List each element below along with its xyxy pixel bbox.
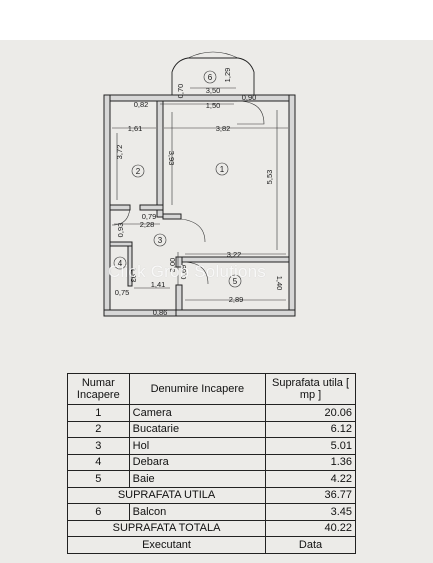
row-number: 2 [67,420,130,438]
dim-3-22: 3,22 [227,250,242,259]
dim-1-50: 1,50 [206,101,221,110]
table-header-row: Numar Incapere Denumire Incapere Suprafa… [67,373,356,405]
row-number: 3 [67,437,130,455]
dim-0-79: 0,79 [142,212,157,221]
row-area: 6.12 [265,420,356,438]
dim-0-86: 0,86 [153,308,168,317]
watermark: Click Grob Solutions [108,262,267,281]
wall-kitchen-room [156,100,164,218]
table-row: 3 Hol 5.01 [67,437,356,455]
dim-1-41: 1,41 [151,280,166,289]
room-6-label: 6 [208,73,213,82]
dim-3-50: 3,50 [206,86,221,95]
useful-area-value: 36.77 [265,486,356,504]
dim-0-82: 0,82 [134,100,149,109]
row-area: 1.36 [265,453,356,471]
wall-bottom-right [175,309,296,317]
header-area: Suprafata utila [ mp ] [265,373,356,405]
room-2-marker [131,164,145,178]
header-name: Denumire Incapere [128,373,267,405]
executant-label: Executant [66,536,267,554]
wall-top [103,94,296,102]
room-1-marker [215,162,229,176]
row-number: 1 [67,404,130,422]
room-5-label: 5 [233,277,238,286]
row-name: Debara [128,453,267,471]
table-row: 4 Debara 1.36 [67,453,356,471]
room-4-marker [113,256,127,270]
row-number: 6 [67,503,130,521]
room-area-table: Numar Incapere Denumire Incapere Suprafa… [66,373,356,554]
total-area-label: SUPRAFATA TOTALA [66,519,267,537]
useful-area-row: SUPRAFATA UTILA 36.77 [66,486,356,504]
table-row: 5 Baie 4.22 [67,470,356,488]
dim-3-72: 3,72 [115,145,124,160]
row-area: 3.45 [265,503,356,521]
door-swing-room [180,218,206,243]
dim-3-00: 3,00 [168,258,177,273]
row-name: Bucatarie [128,420,267,438]
date-label: Data [265,536,356,554]
header-number: Numar Incapere [67,373,130,405]
row-area: 20.06 [265,404,356,422]
wall-closet-side [127,245,133,287]
room-1-label: 1 [220,165,225,174]
dim-5-53: 5,53 [265,170,274,185]
wall-left [103,94,111,317]
wall-kitchen-hall-b [139,204,164,211]
balcony-outline [171,57,255,97]
row-name: Hol [128,437,267,455]
balcony-arch [187,51,239,59]
wall-room-hall [162,213,182,220]
room-3-marker [153,233,167,247]
dim-0-75: 0,75 [115,288,130,297]
dim-1-40: 1,40 [275,276,284,291]
dim-0-70: 0,70 [176,84,185,99]
row-name: Camera [128,404,267,422]
total-area-row: SUPRAFATA TOTALA 40.22 [66,519,356,537]
dim-3-82: 3,82 [216,124,231,133]
dim-3-93: 3,93 [167,151,176,166]
floor-plan: 6 0,70 1,29 3,50 0,90 0,82 1,50 1,61 3,8… [103,51,296,317]
dim-1-61: 1,61 [128,124,143,133]
wall-closet-top [109,241,133,247]
wall-right [288,94,296,317]
door-swing-balcony [236,100,265,125]
dim-1-29: 1,29 [223,68,232,83]
table-row: 2 Bucatarie 6.12 [67,420,356,438]
table-row: 1 Camera 20.06 [67,404,356,422]
dim-0-93: 0,93 [116,223,125,238]
dim-0-69: 0,69 [179,265,188,280]
dim-0-90: 0,90 [242,93,257,102]
row-number: 5 [67,470,130,488]
total-area-value: 40.22 [265,519,356,537]
dim-2-28: 2,28 [140,220,155,229]
room-3-label: 3 [158,236,163,245]
row-name: Balcon [128,503,267,521]
row-name: Baie [128,470,267,488]
room-4-label: 4 [118,259,123,268]
signature-row: Executant Data [66,536,356,554]
wall-kitchen-hall-a [109,204,131,211]
dim-1-93: 1,93 [129,268,138,283]
row-number: 4 [67,453,130,471]
dim-2-89: 2,89 [229,295,244,304]
room-5-marker [228,274,242,288]
room-6-marker [203,70,217,84]
door-swing-bath [181,261,209,285]
row-area: 4.22 [265,470,356,488]
row-area: 5.01 [265,437,356,455]
useful-area-label: SUPRAFATA UTILA [66,486,267,504]
table-row: 6 Balcon 3.45 [67,503,356,521]
room-2-label: 2 [136,167,141,176]
door-swing-kitchen [111,204,131,226]
